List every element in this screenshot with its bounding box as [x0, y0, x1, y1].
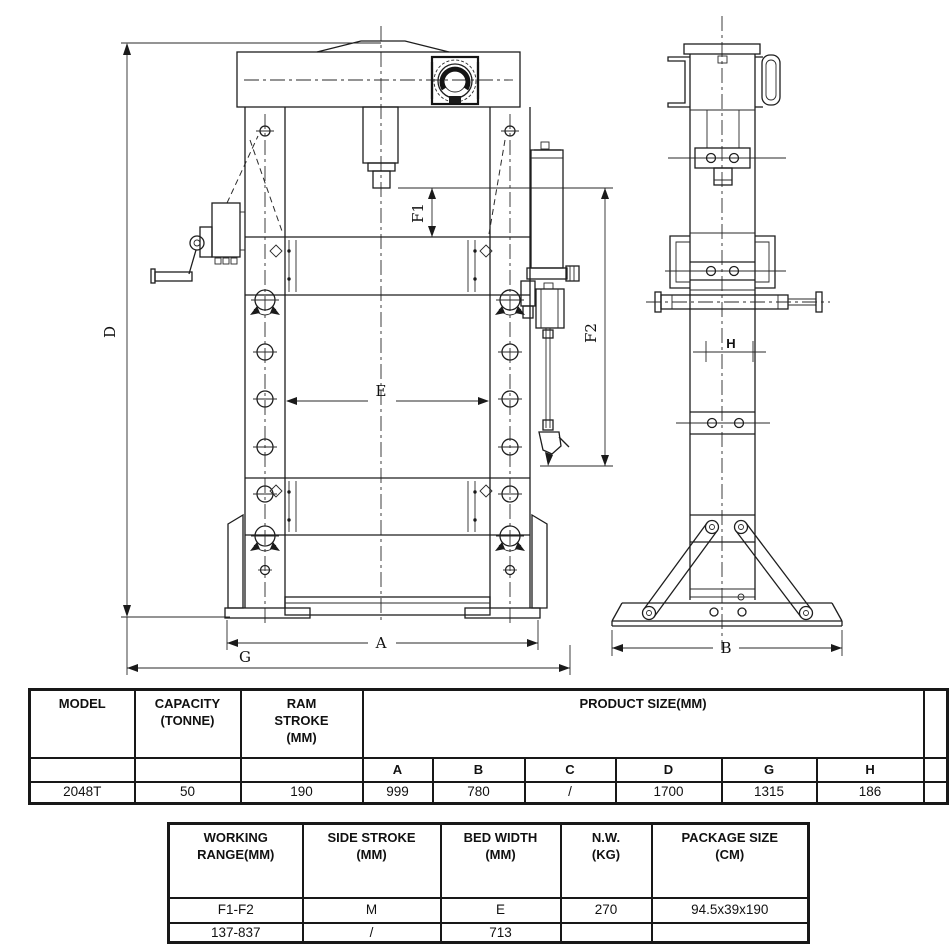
- empty-cell: [28, 756, 136, 783]
- product-spec-table: MODEL CAPACITY (TONNE) RAM STROKE (MM) P…: [28, 688, 950, 805]
- value-net-weight: 270: [559, 896, 653, 924]
- diagonal-braces: [641, 519, 814, 621]
- value-size-H: 186: [815, 780, 925, 805]
- centerlines: [244, 26, 513, 624]
- value-size-B: 780: [431, 780, 526, 805]
- value-bed-width-label: E: [439, 896, 562, 924]
- side-lower-plate: [690, 514, 755, 601]
- dimension-B: B: [611, 630, 843, 657]
- air-hose: [542, 328, 554, 431]
- empty-cell: [650, 921, 810, 944]
- side-cylinder: [668, 110, 786, 186]
- size-letter-H: H: [815, 756, 925, 783]
- detail-spec-table: WORKING RANGE(MM) SIDE STROKE (MM) BED W…: [167, 822, 810, 945]
- base-feet: [224, 513, 548, 619]
- value-size-G: 1315: [720, 780, 818, 805]
- dim-label-G: G: [239, 648, 251, 666]
- header-package-size: PACKAGE SIZE (CM): [650, 822, 810, 899]
- empty-cell: [239, 756, 364, 783]
- technical-drawing: D: [101, 16, 843, 675]
- dimension-G: G: [126, 617, 571, 675]
- size-letter-B: B: [431, 756, 526, 783]
- value-side-stroke-label: M: [301, 896, 442, 924]
- header-side-stroke: SIDE STROKE (MM): [301, 822, 442, 899]
- value-size-A: 999: [361, 780, 434, 805]
- value-package-size: 94.5x39x190: [650, 896, 810, 924]
- left-column: [244, 107, 286, 608]
- table-row: F1-F2 M E 270 94.5x39x190: [167, 896, 810, 924]
- crank-handle: [150, 249, 197, 284]
- side-top-flanges: [667, 54, 781, 108]
- winch-cable: [226, 135, 506, 235]
- size-letter-G: G: [720, 756, 818, 783]
- dimension-E: E: [286, 382, 489, 405]
- cut-off-column-cell: [922, 780, 949, 805]
- header-working-range: WORKING RANGE(MM): [167, 822, 304, 899]
- size-letter-C: C: [523, 756, 617, 783]
- value-working-range-label: F1-F2: [167, 896, 304, 924]
- ram-cylinder: [362, 106, 399, 189]
- header-net-weight: N.W. (KG): [559, 822, 653, 899]
- side-view: H: [611, 16, 843, 657]
- side-column: [689, 54, 756, 600]
- value-side-stroke: /: [301, 921, 442, 944]
- dimension-A: A: [226, 620, 539, 652]
- value-ram-stroke: 190: [239, 780, 364, 805]
- empty-cell: [559, 921, 653, 944]
- header-bed-width: BED WIDTH (MM): [439, 822, 562, 899]
- side-top-cap: [683, 43, 761, 64]
- value-bed-width: 713: [439, 921, 562, 944]
- dimension-F2: F2: [540, 188, 613, 467]
- dimension-H: H: [693, 336, 766, 362]
- dim-label-F2: F2: [582, 323, 600, 343]
- cut-off-column-header: [922, 688, 949, 759]
- header-capacity: CAPACITY (TONNE): [133, 688, 242, 759]
- table-row: 137-837 / 713: [167, 921, 810, 944]
- dim-label-F1: F1: [409, 203, 427, 223]
- side-mid-plate: [676, 411, 770, 435]
- dim-label-H: H: [726, 336, 735, 351]
- value-model: 2048T: [28, 780, 136, 805]
- value-working-range: 137-837: [167, 921, 304, 944]
- empty-cell: [133, 756, 242, 783]
- dim-label-E: E: [376, 382, 387, 400]
- side-bolster-channels: [665, 232, 786, 291]
- value-capacity: 50: [133, 780, 242, 805]
- winch-assembly: [189, 202, 245, 265]
- dim-label-B: B: [720, 639, 731, 657]
- header-ram-stroke: RAM STROKE (MM): [239, 688, 364, 759]
- table-pin-left: [250, 289, 280, 316]
- value-size-D: 1700: [614, 780, 723, 805]
- cut-off-column-cell: [922, 756, 949, 783]
- value-size-C: /: [523, 780, 617, 805]
- side-base: [611, 602, 843, 627]
- dimension-D: D: [101, 42, 381, 618]
- upper-bolster: [245, 236, 530, 296]
- side-bed-rail: [646, 291, 830, 313]
- lower-bolster: [245, 477, 530, 536]
- dim-label-D: D: [101, 326, 119, 338]
- pressure-gauge-icon: [430, 55, 480, 106]
- front-view: D: [101, 26, 613, 675]
- air-gun: [538, 431, 570, 466]
- header-model: MODEL: [28, 688, 136, 759]
- size-letter-D: D: [614, 756, 723, 783]
- dim-label-A: A: [375, 634, 387, 652]
- dimension-F1: F1: [398, 187, 613, 237]
- header-product-size: PRODUCT SIZE(MM): [361, 688, 925, 759]
- size-letter-A: A: [361, 756, 434, 783]
- table-row: 2048T 50 190 999 780 / 1700 1315 186: [28, 780, 949, 805]
- lower-pins: [250, 525, 525, 576]
- right-column: [489, 107, 531, 608]
